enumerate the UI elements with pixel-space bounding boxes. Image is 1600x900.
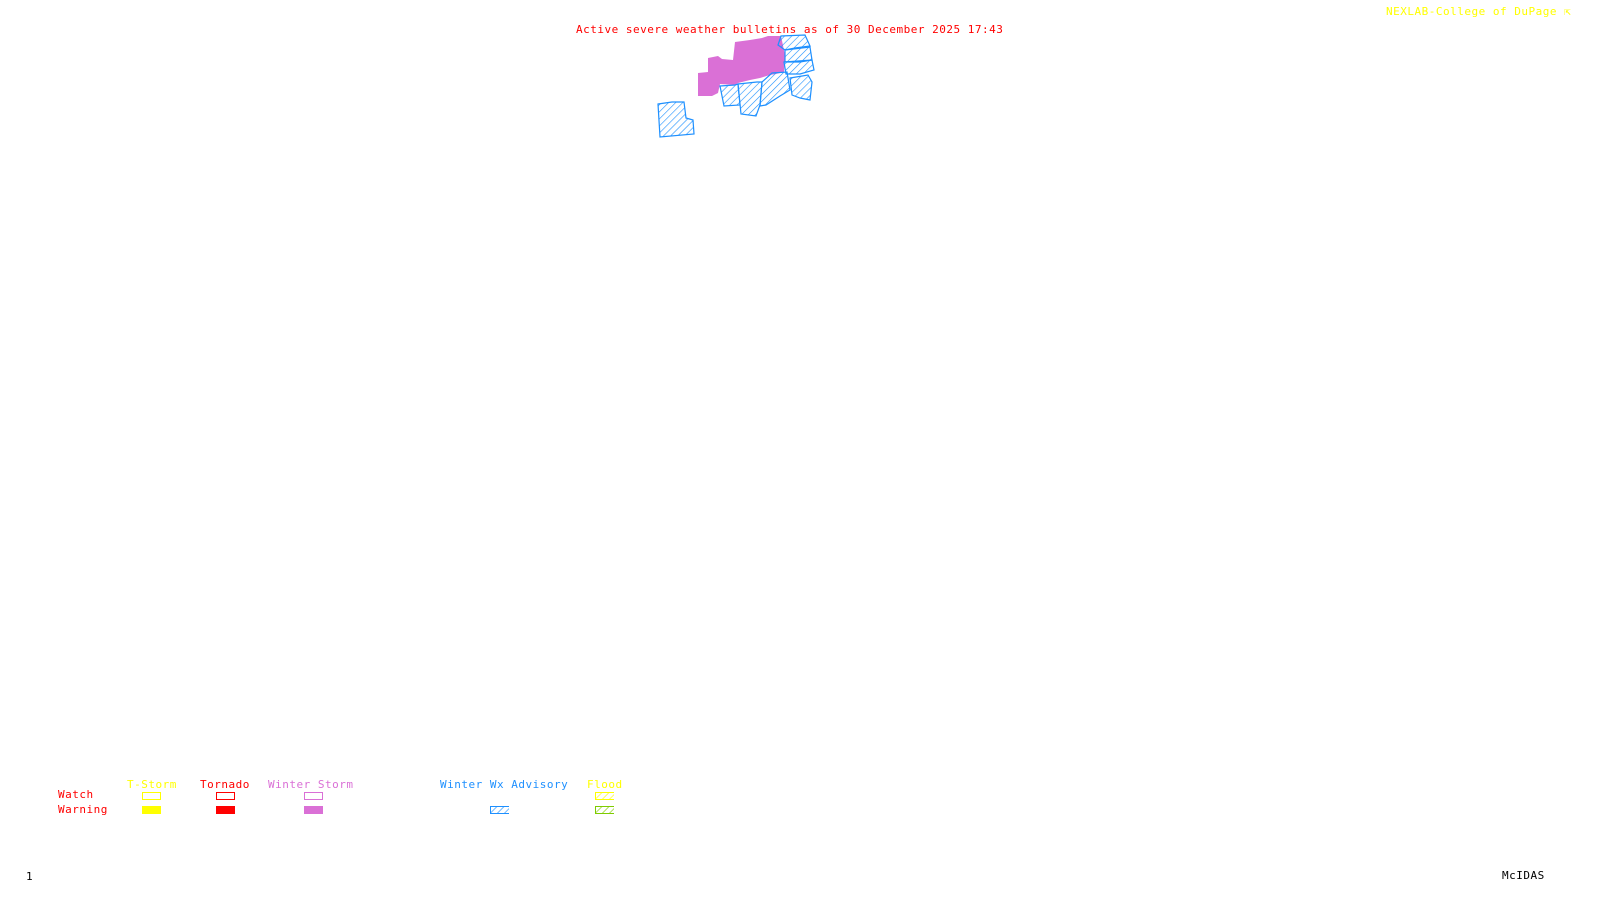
legend-flood-warning-swatch — [595, 806, 614, 814]
legend-winter-storm-label: Winter Storm — [268, 778, 354, 791]
legend-flood-label: Flood — [587, 778, 623, 791]
legend-tornado-warning-swatch — [216, 806, 235, 814]
legend-winter-storm-warning-swatch — [304, 806, 323, 814]
legend-winter-wx-advisory-label: Winter Wx Advisory — [440, 778, 569, 791]
winter-storm-warning-area — [698, 36, 785, 96]
legend-winter-wx-advisory-swatch — [490, 806, 509, 814]
legend-tstorm-warning-swatch — [142, 806, 161, 814]
page-title: Active severe weather bulletins as of 30… — [576, 23, 1004, 36]
legend-tstorm-label: T-Storm — [127, 778, 177, 791]
legend-tornado-label: Tornado — [200, 778, 250, 791]
legend-warning-row-label: Warning — [58, 803, 108, 816]
legend-tornado-watch-swatch — [216, 792, 235, 800]
advisory-zone — [719, 83, 741, 107]
winter-wx-advisory-areas — [657, 34, 815, 138]
software-label: McIDAS — [1502, 869, 1545, 882]
frame-number: 1 — [26, 870, 34, 883]
advisory-zone — [783, 59, 815, 75]
credit-text: NEXLAB-College of DuPage ⇱ — [1386, 5, 1571, 18]
credit-label: NEXLAB-College of DuPage — [1386, 5, 1557, 18]
advisory-zone — [759, 71, 791, 107]
legend-winter-storm-watch-swatch — [304, 792, 323, 800]
legend-watch-row-label: Watch — [58, 788, 94, 801]
legend-tstorm-watch-swatch — [142, 792, 161, 800]
arrow-icon: ⇱ — [1564, 5, 1572, 18]
advisory-zone — [657, 101, 695, 138]
advisory-zone — [737, 81, 763, 117]
advisory-zone — [789, 74, 813, 101]
legend-flood-watch-swatch — [595, 792, 614, 800]
